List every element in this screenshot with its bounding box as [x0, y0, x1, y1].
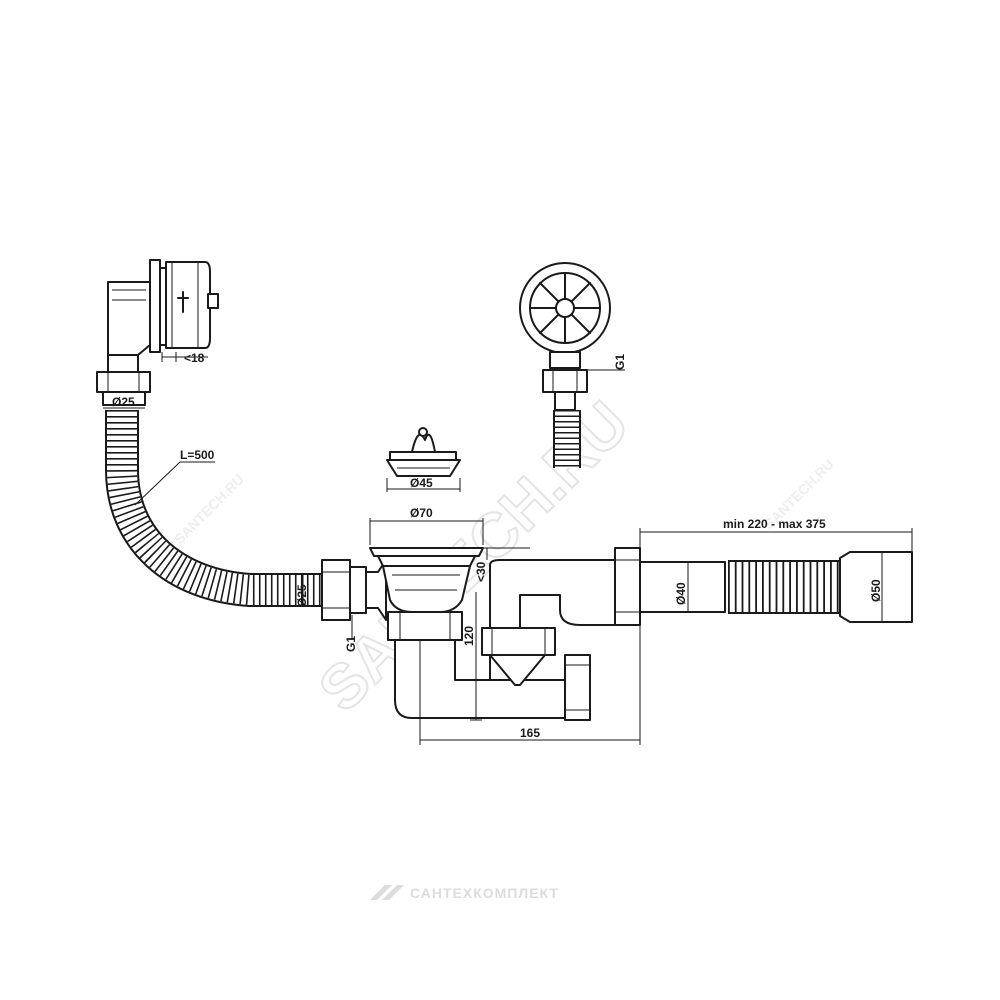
dim-inlet-label: Ø25	[295, 584, 309, 607]
dim-overflow-depth: <18	[161, 351, 208, 365]
outlet-extension	[639, 551, 913, 623]
dim-hose-length-label: L=500	[180, 448, 215, 462]
dim-thread-top: G1	[587, 354, 627, 371]
dim-width: 165	[419, 625, 641, 745]
outlet-nut	[614, 547, 641, 626]
drain-plug	[386, 427, 461, 477]
dim-outlet-50: Ø50	[869, 552, 883, 622]
dim-outlet-40-label: Ø40	[674, 582, 688, 605]
footer-brand: САНТЕХКОМПЛЕКТ	[370, 885, 559, 901]
dim-extension: min 220 - max 375	[639, 517, 913, 552]
dim-drain-label: Ø70	[410, 506, 433, 520]
footer-brand-text: САНТЕХКОМПЛЕКТ	[410, 885, 559, 901]
dim-extension-label: min 220 - max 375	[723, 517, 826, 531]
dim-thread-side-label: G1	[344, 636, 358, 652]
dim-height: 120	[462, 592, 482, 721]
dim-width-label: 165	[520, 726, 540, 740]
dim-thread-side: G1	[344, 615, 358, 652]
dim-plug-label: Ø45	[410, 476, 433, 490]
overflow-fitting	[96, 259, 219, 406]
dim-hose-length: L=500	[134, 448, 215, 506]
dim-overflow-depth-label: <18	[184, 351, 205, 365]
inlet-connector	[321, 559, 387, 621]
dim-outlet-40: Ø40	[674, 562, 689, 612]
dim-drain-height: <30	[474, 547, 530, 582]
corrugated-hose	[105, 410, 322, 607]
dim-height-label: 120	[462, 626, 476, 646]
dim-overflow-pipe: Ø25	[103, 395, 145, 409]
dim-plug: Ø45	[386, 476, 461, 492]
overflow-grate	[519, 262, 611, 411]
dim-overflow-pipe-label: Ø25	[112, 395, 135, 409]
dim-inlet: Ø25	[295, 575, 309, 607]
dim-drain: Ø70	[369, 506, 484, 545]
watermark-small-left: SANTECH.RU	[171, 471, 247, 547]
dim-drain-height-label: <30	[474, 561, 488, 582]
dim-outlet-50-label: Ø50	[869, 579, 883, 602]
trap-cleanout	[481, 627, 591, 721]
dim-thread-top-label: G1	[613, 354, 627, 370]
